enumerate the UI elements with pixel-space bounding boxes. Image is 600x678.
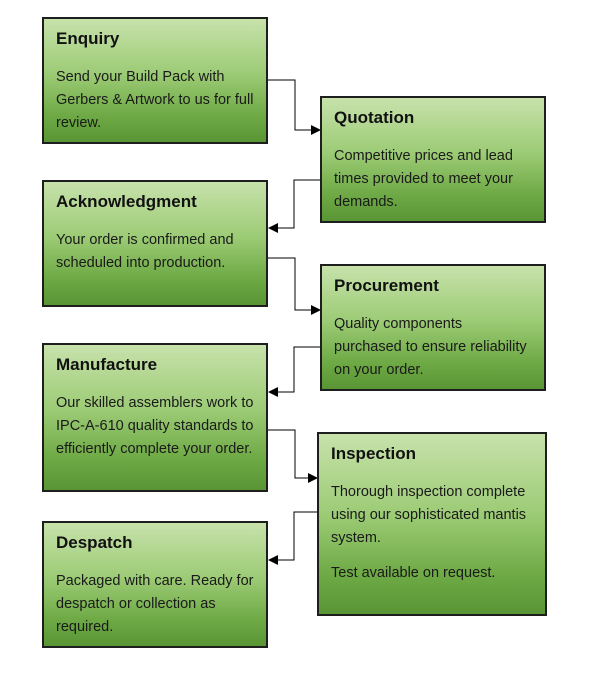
step-description: Send your Build Pack with Gerbers & Artw…	[56, 69, 254, 131]
step-title: Despatch	[56, 533, 133, 552]
step-manufacture: Manufacture Our skilled assemblers work …	[42, 343, 268, 492]
step-despatch: Despatch Packaged with care. Ready for d…	[42, 521, 268, 648]
step-description: Your order is confirmed and scheduled in…	[56, 232, 234, 271]
step-title: Acknowledgment	[56, 192, 197, 211]
step-description: Competitive prices and lead times provid…	[334, 148, 513, 210]
step-inspection: Inspection Thorough inspection complete …	[317, 432, 547, 616]
step-acknowledgment: Acknowledgment Your order is confirmed a…	[42, 180, 268, 307]
step-title: Inspection	[331, 444, 417, 463]
step-description: Quality components purchased to ensure r…	[334, 316, 527, 378]
step-title: Enquiry	[56, 29, 120, 48]
connector-enquiry-to-quotation	[268, 79, 321, 135]
connector-acknowledgment-to-procurement	[268, 257, 321, 315]
step-title: Procurement	[334, 276, 439, 295]
connector-manufacture-to-inspection	[268, 429, 318, 483]
step-description: Our skilled assemblers work to IPC-A-610…	[56, 395, 254, 457]
step-quotation: Quotation Competitive prices and lead ti…	[320, 96, 546, 223]
step-description: Thorough inspection complete using our s…	[331, 484, 527, 546]
step-enquiry: Enquiry Send your Build Pack with Gerber…	[42, 17, 268, 144]
step-title: Manufacture	[56, 355, 158, 374]
step-title: Quotation	[334, 108, 415, 127]
step-procurement: Procurement Quality components purchased…	[320, 264, 546, 391]
step-note: Test available on request.	[331, 565, 496, 581]
connector-procurement-to-manufacture	[268, 346, 320, 397]
connector-inspection-to-despatch	[268, 511, 317, 565]
step-description: Packaged with care. Ready for despatch o…	[56, 573, 254, 635]
connector-quotation-to-acknowledgment	[268, 179, 320, 233]
